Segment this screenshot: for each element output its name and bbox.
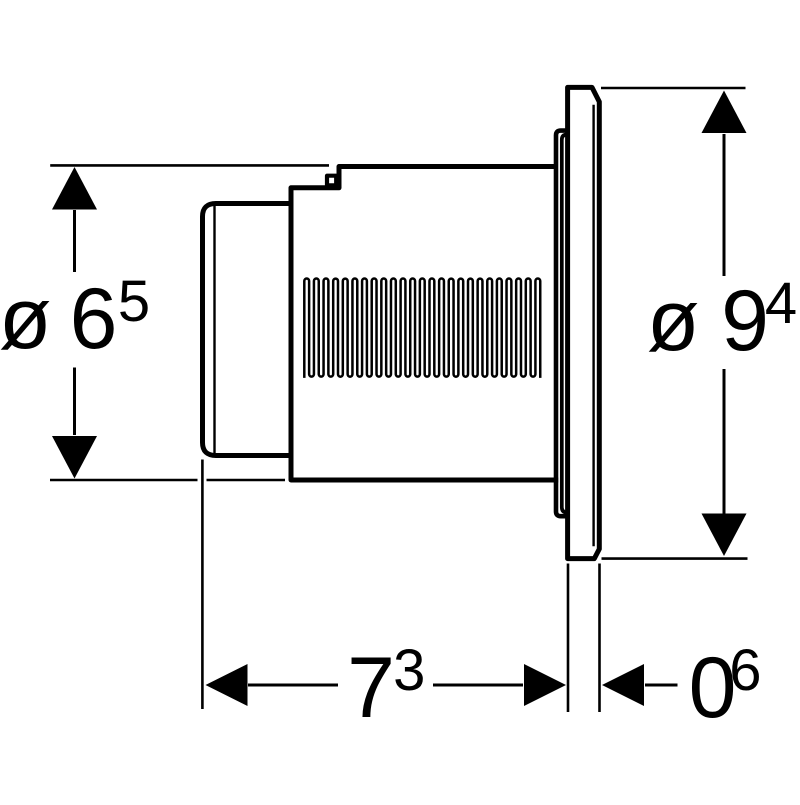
svg-text:7: 7: [347, 640, 395, 736]
svg-text:6: 6: [70, 271, 118, 367]
svg-text:4: 4: [765, 271, 797, 336]
svg-text:5: 5: [118, 269, 150, 334]
svg-text:3: 3: [393, 638, 425, 703]
svg-text:ø: ø: [647, 273, 700, 369]
svg-text:6: 6: [729, 638, 761, 703]
svg-text:9: 9: [721, 273, 769, 369]
svg-text:0: 0: [689, 640, 737, 736]
svg-text:ø: ø: [0, 271, 51, 367]
